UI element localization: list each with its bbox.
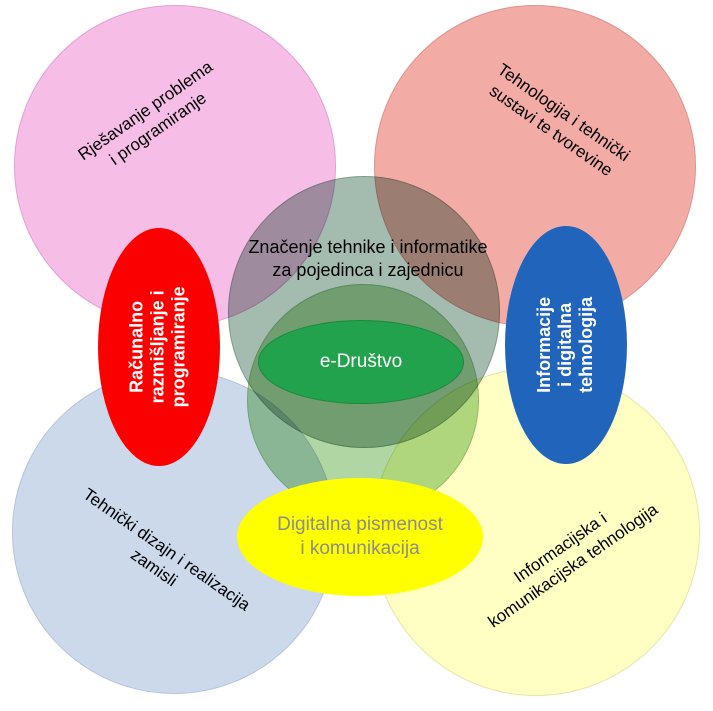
ellipse-digital-literacy-label: Digitalna pismenost i komunikacija: [277, 514, 443, 559]
ellipse-digital-literacy: Digitalna pismenost i komunikacija: [237, 478, 483, 596]
ellipse-information-digital-technology-label: Informacije i digitalna tehnologija: [534, 296, 597, 394]
center-title: Značenje tehnike i informatike za pojedi…: [248, 237, 488, 281]
ellipse-computational-thinking-label: Računalno razmišljanje i programiranje: [127, 286, 190, 408]
ellipse-computational-thinking: Računalno razmišljanje i programiranje: [98, 228, 220, 466]
ellipse-information-digital-technology: Informacije i digitalna tehnologija: [505, 226, 627, 464]
ellipse-e-society: e-Društvo: [258, 320, 464, 404]
ellipse-e-society-label: e-Društvo: [319, 351, 403, 372]
